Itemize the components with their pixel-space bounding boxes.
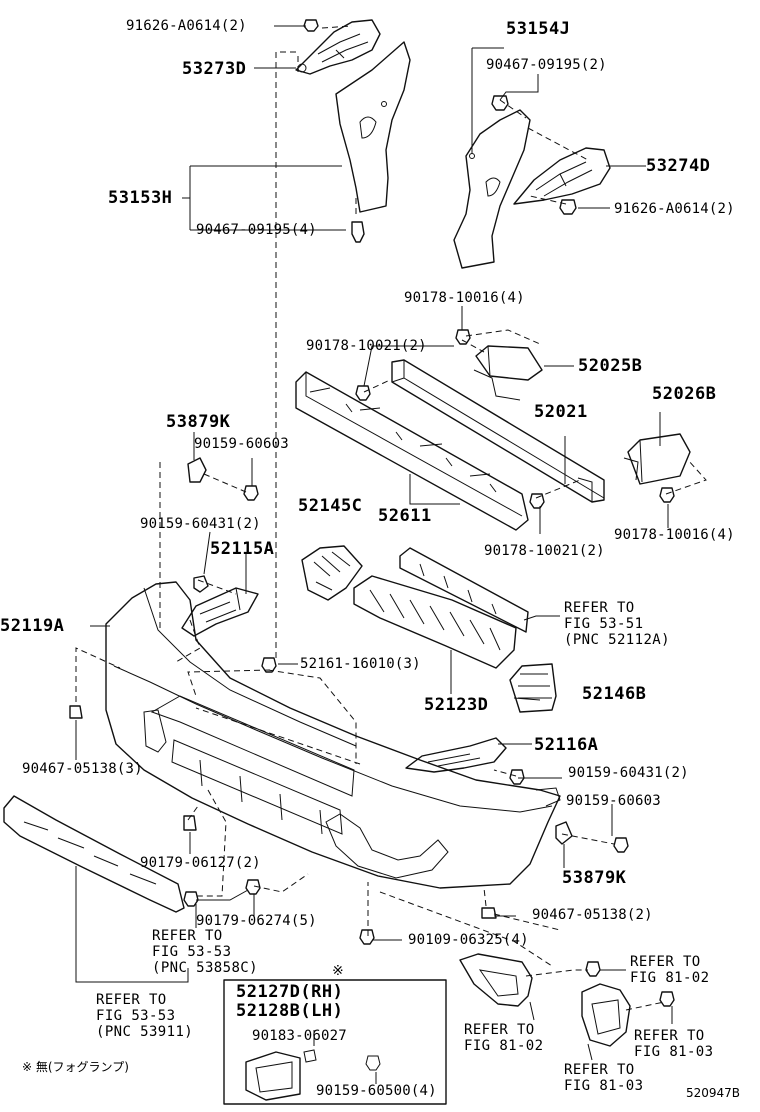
dash-lines bbox=[75, 25, 707, 1011]
label-90178-10016-bot: 90178-10016(4) bbox=[614, 527, 735, 543]
clip-53879K-top bbox=[187, 457, 207, 483]
label-53879K-top: 53879K bbox=[166, 412, 231, 432]
label-52119A: 52119A bbox=[0, 616, 65, 636]
label-52128B: 52128B(LH) bbox=[236, 1001, 344, 1021]
absorber-52611 bbox=[295, 371, 529, 531]
ref-fig-53-53-53911: REFER TO FIG 53-53 (PNC 53911) bbox=[96, 992, 194, 1040]
diagram-code: 520947B bbox=[686, 1086, 741, 1100]
label-52115A: 52115A bbox=[210, 539, 275, 559]
bracket-53273D bbox=[295, 19, 381, 75]
screw-91626-r bbox=[559, 199, 577, 215]
bumper-cover-52119A bbox=[105, 581, 561, 889]
spacer-52145C bbox=[301, 545, 363, 601]
label-52611: 52611 bbox=[378, 506, 432, 526]
label-90179-06127: 90179-06127(2) bbox=[140, 855, 261, 871]
label-90467-09195-2: 90467-09195(2) bbox=[486, 57, 607, 73]
asterisk-mark: ※ bbox=[332, 963, 344, 979]
label-53273D: 53273D bbox=[182, 59, 247, 79]
clip-90467-left bbox=[351, 221, 365, 243]
lower-spoiler bbox=[3, 795, 185, 913]
screw-90159-60603-top bbox=[243, 485, 259, 501]
clip-90467-right bbox=[491, 95, 509, 111]
ref-fig-81-03-right: REFER TO FIG 81-03 bbox=[634, 1028, 714, 1060]
label-52127D: 52127D(RH) bbox=[236, 982, 344, 1002]
label-53154J: 53154J bbox=[506, 19, 571, 39]
ref-fig-81-02-left: REFER TO FIG 81-02 bbox=[464, 1022, 544, 1054]
label-90159-60603-bot: 90159-60603 bbox=[566, 793, 661, 809]
label-90178-10021-bot: 90178-10021(2) bbox=[484, 543, 605, 559]
label-90159-60431-bot: 90159-60431(2) bbox=[568, 765, 689, 781]
leader-lines bbox=[75, 25, 673, 1084]
label-52021: 52021 bbox=[534, 402, 588, 422]
label-90159-60500: 90159-60500(4) bbox=[316, 1083, 437, 1099]
label-52025B: 52025B bbox=[578, 356, 643, 376]
ref-fig-81-02-right: REFER TO FIG 81-02 bbox=[630, 954, 710, 986]
plate-53153H bbox=[335, 41, 411, 213]
label-90178-10021-top: 90178-10021(2) bbox=[306, 338, 427, 354]
label-52026B: 52026B bbox=[652, 384, 717, 404]
footnote: ※ 無(フォグランプ) bbox=[22, 1060, 129, 1074]
spacer-52112A bbox=[399, 547, 529, 633]
lamp-81-02 bbox=[459, 953, 601, 1007]
spacer-52123D bbox=[353, 575, 517, 669]
label-90179-06274: 90179-06274(5) bbox=[196, 913, 317, 929]
bracket-53274D bbox=[513, 147, 611, 205]
label-90467-05138-3: 90467-05138(3) bbox=[22, 761, 143, 777]
lamp-81-03 bbox=[581, 983, 675, 1047]
label-52116A: 52116A bbox=[534, 735, 599, 755]
spacer-52146B bbox=[509, 663, 557, 713]
ref-fig-53-53-53858C: REFER TO FIG 53-53 (PNC 53858C) bbox=[152, 928, 258, 976]
label-90467-09195-4: 90467-09195(4) bbox=[196, 222, 317, 238]
screws-misc bbox=[69, 575, 629, 945]
label-90183-06027: 90183-06027 bbox=[252, 1028, 347, 1044]
label-53879K-bot: 53879K bbox=[562, 868, 627, 888]
fog-lamp-box bbox=[223, 979, 447, 1105]
label-90159-60431-top: 90159-60431(2) bbox=[140, 516, 261, 532]
label-90159-60603-top: 90159-60603 bbox=[194, 436, 289, 452]
label-91626-A0614-r: 91626-A0614(2) bbox=[614, 201, 735, 217]
label-90178-10016-top: 90178-10016(4) bbox=[404, 290, 525, 306]
spacer-52115A bbox=[181, 587, 259, 637]
plate-53154J bbox=[453, 109, 531, 269]
label-52161-16010: 52161-16010(3) bbox=[300, 656, 421, 672]
retainer-52026B bbox=[623, 433, 691, 485]
label-91626-A0614-tl: 91626-A0614(2) bbox=[126, 18, 247, 34]
ref-fig-81-03-bottom: REFER TO FIG 81-03 bbox=[564, 1062, 644, 1094]
label-52123D: 52123D bbox=[424, 695, 489, 715]
reinforcement-52021 bbox=[391, 359, 605, 503]
screw-91626-tl bbox=[303, 19, 319, 32]
label-53153H: 53153H bbox=[108, 188, 173, 208]
label-90467-05138-2: 90467-05138(2) bbox=[532, 907, 653, 923]
ref-fig-53-51: REFER TO FIG 53-51 (PNC 52112A) bbox=[564, 600, 670, 648]
label-53274D: 53274D bbox=[646, 156, 711, 176]
label-52145C: 52145C bbox=[298, 496, 363, 516]
spacer-52116A bbox=[405, 737, 507, 773]
retainer-52025B bbox=[473, 345, 543, 401]
label-52146B: 52146B bbox=[582, 684, 647, 704]
label-90109-06325: 90109-06325(4) bbox=[408, 932, 529, 948]
